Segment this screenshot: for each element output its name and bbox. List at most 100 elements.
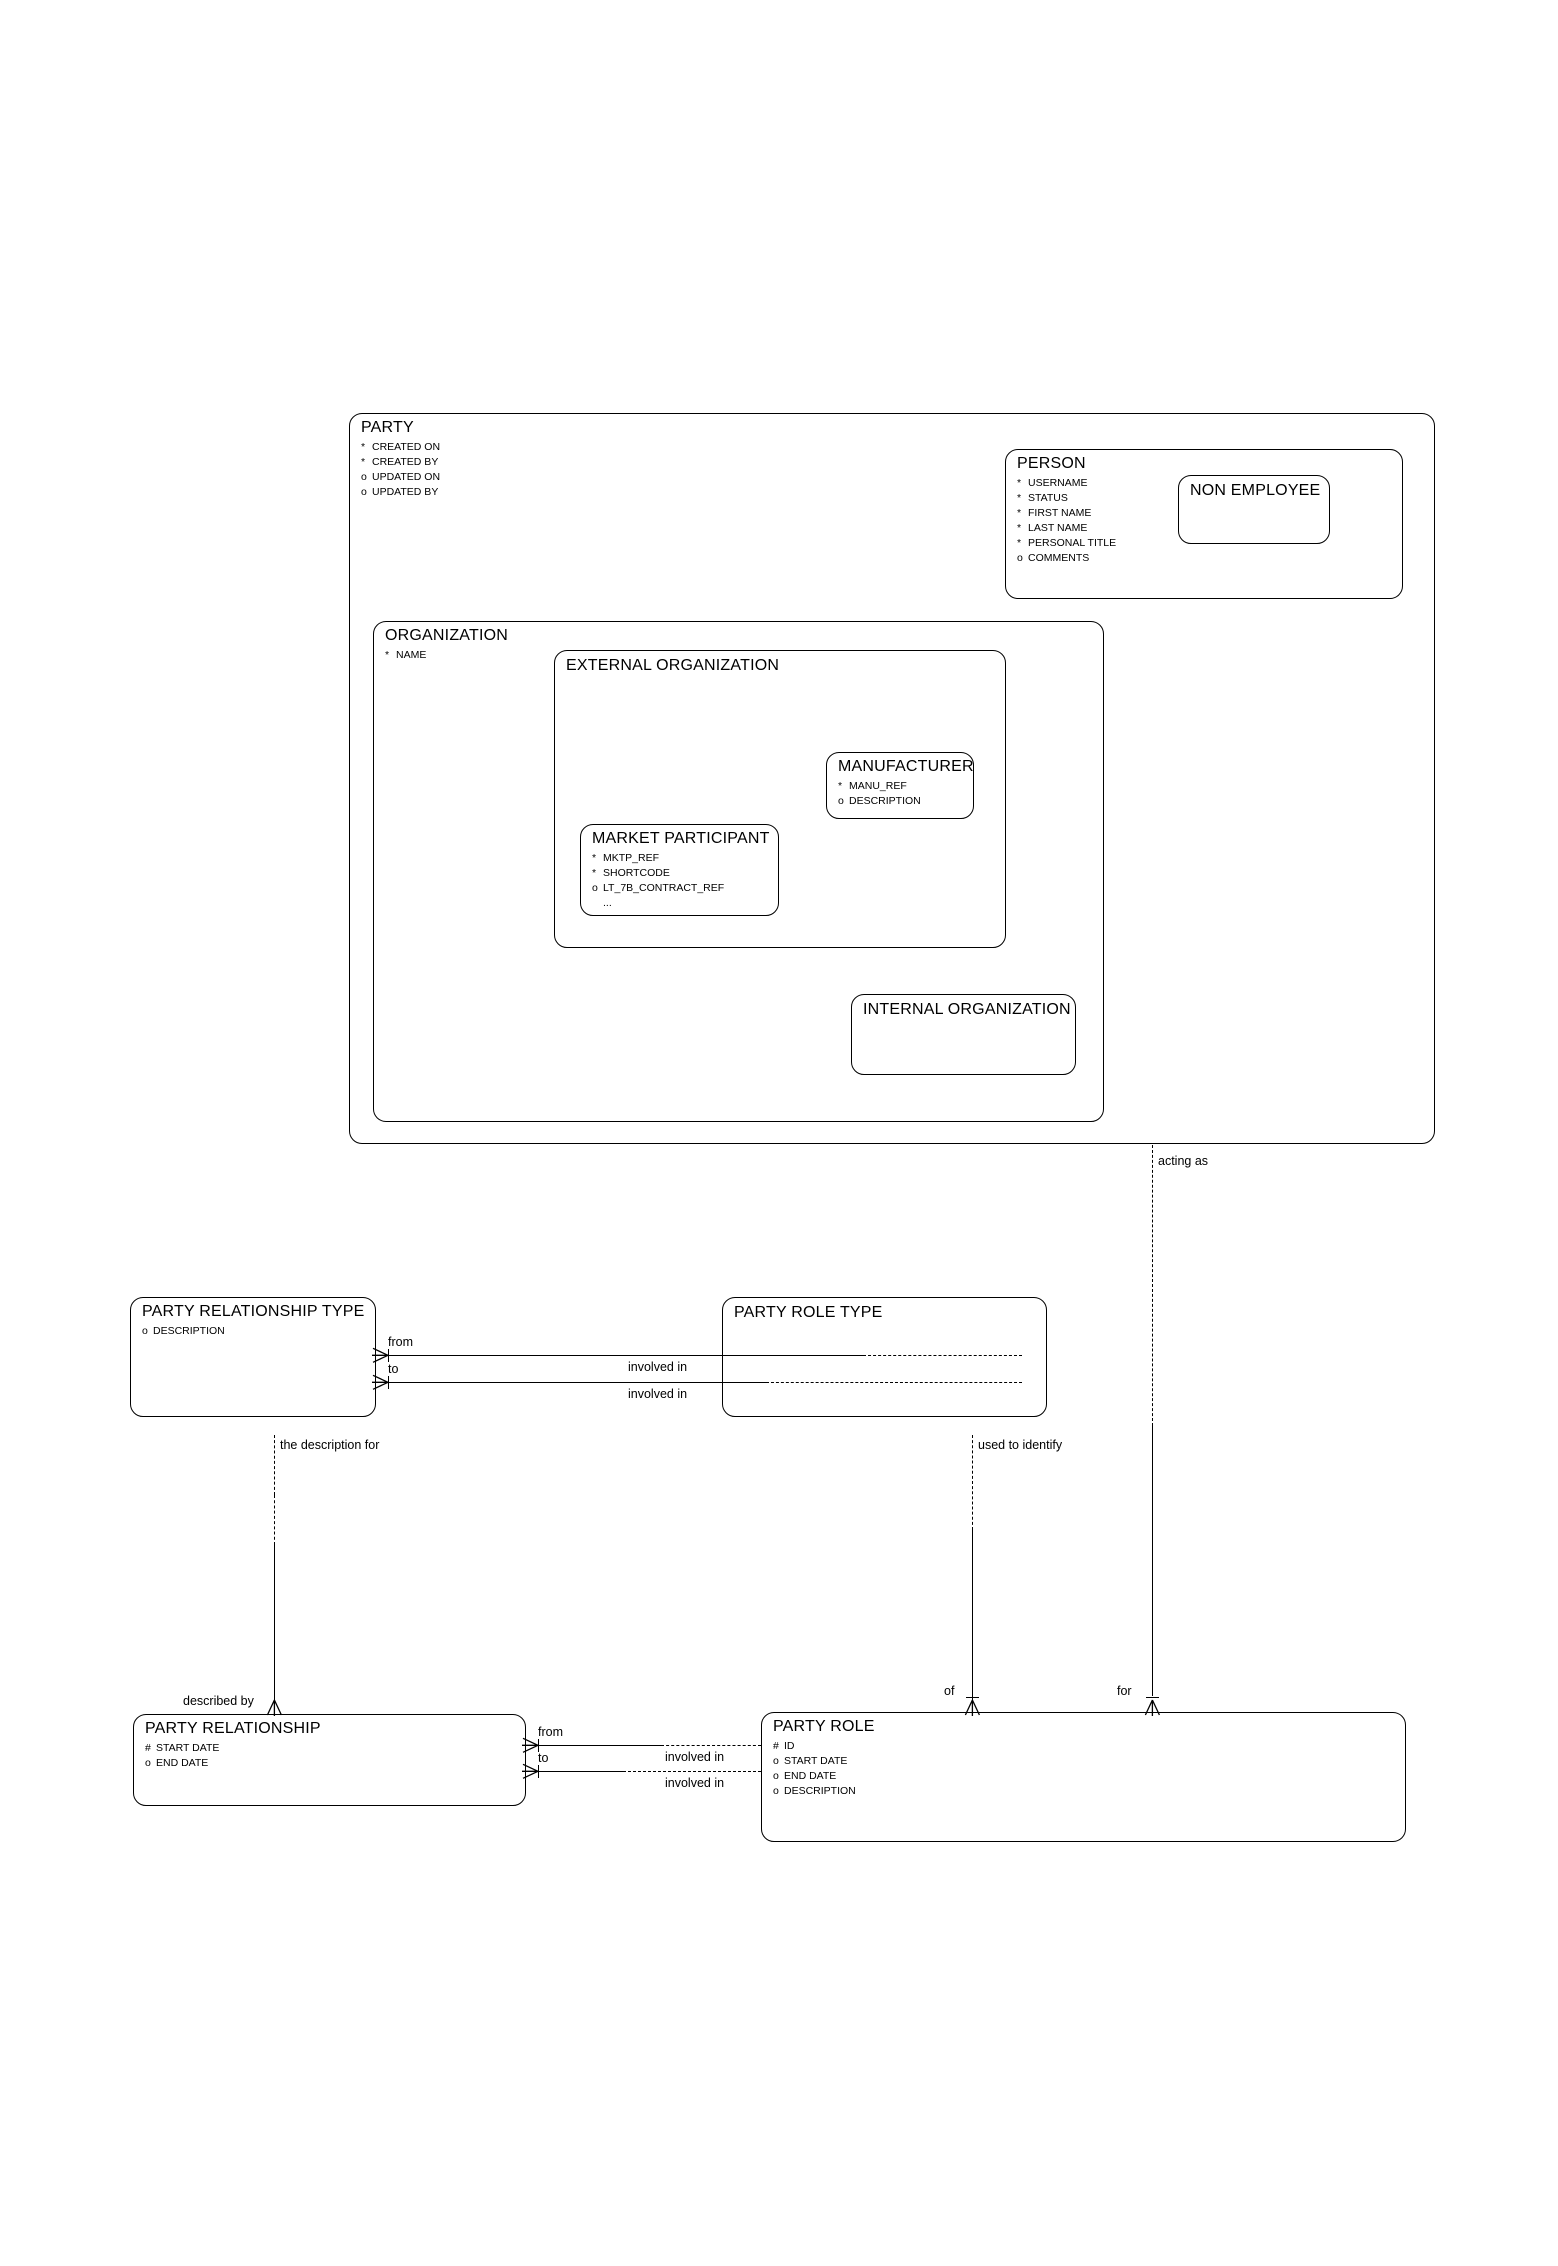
attribute-mark: *: [361, 456, 366, 468]
attribute-row: *MKTP_REF: [592, 851, 724, 866]
attribute-label: START DATE: [784, 1755, 848, 1767]
entity-party-role-title: PARTY ROLE: [773, 1718, 875, 1735]
relationship-label-pr-to: to: [538, 1751, 549, 1765]
relationship-line-prt-from-dash: [863, 1355, 1022, 1356]
attribute-label: COMMENTS: [1028, 552, 1090, 564]
attribute-row: #START DATE: [145, 1741, 219, 1756]
attribute-mark: *: [1017, 492, 1022, 504]
relationship-line-description-for-bottom: [274, 1545, 275, 1712]
attribute-mark: *: [838, 780, 843, 792]
attribute-mark: o: [773, 1770, 779, 1782]
attribute-row: o COMMENTS: [1017, 551, 1116, 566]
attribute-label: DESCRIPTION: [153, 1325, 225, 1337]
attribute-label: END DATE: [784, 1770, 837, 1782]
entity-party-relationship-title: PARTY RELATIONSHIP: [145, 1720, 321, 1737]
attribute-label: USERNAME: [1028, 477, 1088, 489]
attribute-mark: o: [773, 1785, 779, 1797]
attribute-label: ID: [784, 1740, 795, 1752]
relationship-line-prt-to-solid: [388, 1382, 766, 1383]
entity-manufacturer-title: MANUFACTURER: [838, 758, 974, 775]
entity-person[interactable]: PERSON *USERNAME *STATUS *FIRST NAME *LA…: [1005, 449, 1403, 599]
entity-party-role-type[interactable]: PARTY ROLE TYPE: [722, 1297, 1047, 1417]
attribute-label: SHORTCODE: [603, 867, 670, 879]
relationship-label-the-description-for: the description for: [280, 1438, 380, 1452]
entity-non-employee-title: NON EMPLOYEE: [1190, 482, 1321, 499]
entity-external-organization-title: EXTERNAL ORGANIZATION: [566, 657, 780, 674]
entity-party-relationship-type-title: PARTY RELATIONSHIP TYPE: [142, 1303, 365, 1320]
attribute-row: * USERNAME: [1017, 476, 1116, 491]
attribute-mark: *: [592, 852, 597, 864]
entity-market-participant-attributes: *MKTP_REF * SHORTCODE o LT_7B_CONTRACT_REF…: [592, 851, 724, 911]
attribute-label: UPDATED BY: [372, 486, 439, 498]
entity-party-role-type-title: PARTY ROLE TYPE: [734, 1304, 883, 1321]
attribute-row: *LAST NAME: [1017, 521, 1116, 536]
attribute-row: *STATUS: [1017, 491, 1116, 506]
crowsfoot-pr-to: [521, 1762, 539, 1780]
attribute-mark: o: [1017, 552, 1023, 564]
entity-person-attributes: *USERNAME *STATUS *FIRST NAME *LAST NAME…: [1017, 476, 1116, 566]
relationship-tick-of: [966, 1697, 979, 1698]
attribute-row: *PERSONAL TITLE: [1017, 536, 1116, 551]
relationship-line-used-to-identify-top: [972, 1435, 973, 1530]
attribute-row: *CREATED ON: [361, 440, 440, 455]
entity-party-relationship-type-attributes: o DESCRIPTION: [142, 1324, 225, 1339]
attribute-row: o UPDATED BY: [361, 485, 440, 500]
relationship-label-pr-involved-in-2: involved in: [665, 1776, 725, 1790]
attribute-row: # ID: [773, 1739, 856, 1754]
attribute-label: END DATE: [156, 1757, 209, 1769]
relationship-label-pr-from: from: [538, 1725, 563, 1739]
relationship-tick-prt-from: [388, 1349, 389, 1362]
attribute-row: o START DATE: [773, 1754, 856, 1769]
relationship-line-pr-to-solid: [538, 1771, 623, 1772]
attribute-row: o DESCRIPTION: [773, 1784, 856, 1799]
attribute-mark: o: [838, 795, 844, 807]
attribute-label: CREATED ON: [372, 441, 441, 453]
attribute-mark: *: [1017, 507, 1022, 519]
relationship-line-prt-from-solid: [388, 1355, 863, 1356]
entity-internal-organization[interactable]: INTERNAL ORGANIZATION: [851, 994, 1076, 1075]
relationship-label-prt-from: from: [388, 1335, 413, 1349]
attribute-mark: o: [592, 882, 598, 894]
attribute-row: o DESCRIPTION: [142, 1324, 225, 1339]
entity-organization[interactable]: ORGANIZATION *NAME: [373, 621, 1104, 1122]
entity-market-participant-title: MARKET PARTICIPANT: [592, 830, 770, 847]
attribute-row: o LT_7B_CONTRACT_REF: [592, 881, 724, 896]
attribute-mark: o: [773, 1755, 779, 1767]
relationship-line-description-for-top: [274, 1435, 275, 1495]
attribute-mark: o: [361, 471, 367, 483]
attribute-row: *FIRST NAME: [1017, 506, 1116, 521]
entity-market-participant[interactable]: MARKET PARTICIPANT *MKTP_REF * SHORTCODE …: [580, 824, 779, 916]
entity-party-relationship-type[interactable]: PARTY RELATIONSHIP TYPE o DESCRIPTION: [130, 1297, 376, 1417]
relationship-line-acting-as-top: [1152, 1145, 1153, 1426]
attribute-row: *NAME: [385, 648, 426, 663]
attribute-mark: #: [773, 1740, 779, 1752]
attribute-label: DESCRIPTION: [784, 1785, 856, 1797]
crowsfoot-prt-from: [371, 1346, 389, 1364]
relationship-label-of: of: [944, 1684, 955, 1698]
relationship-label-acting-as: acting as: [1158, 1154, 1209, 1168]
attribute-label: CREATED BY: [372, 456, 439, 468]
relationship-line-description-for-mid: [274, 1495, 275, 1545]
attribute-label: LT_7B_CONTRACT_REF: [603, 882, 725, 894]
attribute-label: LAST NAME: [1028, 522, 1088, 534]
entity-organization-attributes: *NAME: [385, 648, 426, 663]
relationship-label-described-by: described by: [183, 1694, 254, 1708]
entity-external-organization[interactable]: EXTERNAL ORGANIZATION: [554, 650, 1006, 948]
attribute-mark: o: [142, 1325, 148, 1337]
entity-non-employee[interactable]: NON EMPLOYEE: [1178, 475, 1330, 544]
attribute-mark: o: [361, 486, 367, 498]
attribute-mark: #: [145, 1742, 151, 1754]
attribute-mark: *: [1017, 477, 1022, 489]
relationship-tick-pr-to: [538, 1765, 539, 1778]
